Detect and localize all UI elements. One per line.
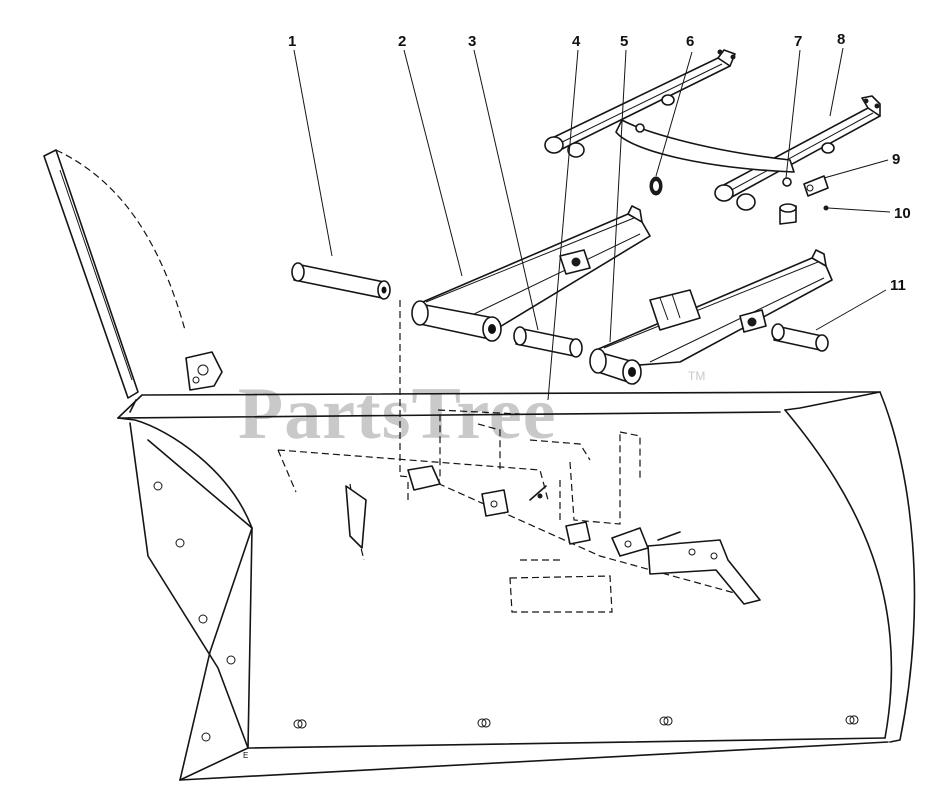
mounting-bracket-dashed bbox=[277, 300, 761, 613]
callout-6: 6 bbox=[686, 33, 694, 50]
callout-4: 4 bbox=[572, 33, 581, 50]
lift-arm-part2 bbox=[411, 205, 651, 342]
callout-5: 5 bbox=[620, 33, 628, 50]
callout-10: 10 bbox=[894, 205, 911, 222]
callout-2: 2 bbox=[398, 33, 406, 50]
pin-part11 bbox=[771, 323, 829, 352]
bushing-part7 bbox=[779, 177, 797, 225]
clip-part10 bbox=[823, 205, 829, 211]
callout-3: 3 bbox=[468, 33, 476, 50]
callout-9: 9 bbox=[892, 151, 900, 168]
bracket-hardware bbox=[345, 465, 761, 605]
plate-part9 bbox=[803, 175, 829, 197]
watermark-trademark: TM bbox=[688, 369, 705, 383]
plow-blade: E bbox=[117, 391, 916, 781]
callout-7: 7 bbox=[794, 33, 802, 50]
corner-mark: E bbox=[243, 751, 248, 760]
callout-11: 11 bbox=[890, 277, 906, 294]
pin-part3 bbox=[513, 326, 583, 358]
leader-lines bbox=[293, 47, 891, 401]
a-frame-assembly bbox=[544, 49, 881, 211]
callout-1: 1 bbox=[288, 33, 296, 50]
deflector-plate bbox=[43, 149, 223, 399]
callout-8: 8 bbox=[837, 31, 845, 48]
pin-part1 bbox=[291, 262, 391, 300]
callout-labels: 1 2 3 4 5 6 7 8 9 10 11 bbox=[288, 31, 911, 294]
spring-bushing-part6 bbox=[649, 176, 663, 196]
lift-arm-part5 bbox=[589, 249, 833, 385]
